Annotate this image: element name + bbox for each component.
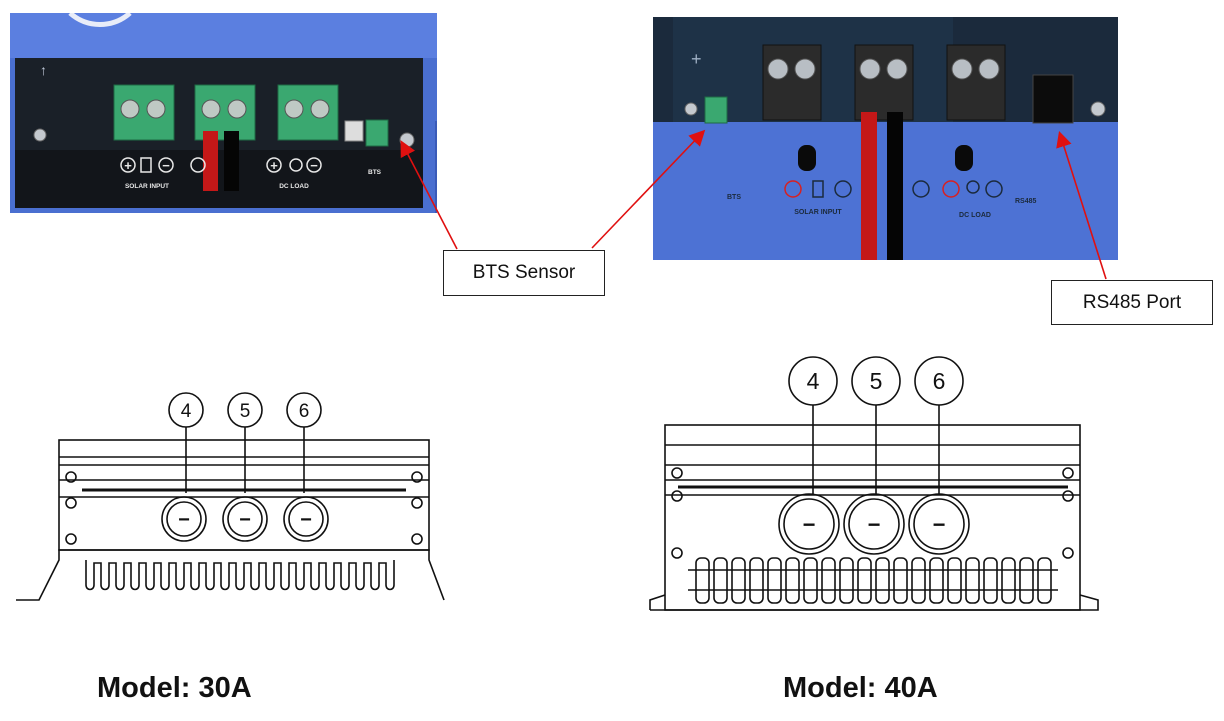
balloon-6: 6 bbox=[933, 368, 946, 394]
solar-input-label: SOLAR INPUT bbox=[794, 209, 842, 216]
dc-load-terminal bbox=[946, 44, 1006, 121]
svg-text:↑: ↑ bbox=[40, 62, 47, 78]
bts-label: BTS bbox=[727, 194, 741, 201]
terminal-5-sign: − bbox=[239, 509, 251, 531]
rs485-arrow bbox=[1056, 130, 1107, 280]
rs485-label: RS485 bbox=[1015, 198, 1037, 205]
rs485-port bbox=[1032, 74, 1074, 124]
balloon-4: 4 bbox=[807, 368, 820, 394]
drawing-30a: 4 5 6 − − − bbox=[16, 392, 445, 601]
drawing-40a: 4 5 6 − − − bbox=[649, 356, 1099, 611]
terminal-6-sign: − bbox=[933, 512, 946, 537]
rs485-port-callout: RS485 Port bbox=[1051, 280, 1213, 325]
svg-text:+: + bbox=[124, 158, 132, 173]
model-40a-label: Model: 40A bbox=[783, 672, 938, 704]
dc-load-label: DC LOAD bbox=[959, 212, 991, 219]
svg-text:+: + bbox=[270, 158, 278, 173]
bts-label: BTS bbox=[368, 169, 382, 176]
bts-arrow-30a bbox=[400, 140, 458, 250]
bts-sensor-port bbox=[365, 119, 389, 147]
terminal-6-sign: − bbox=[300, 509, 312, 531]
bts-sensor-port bbox=[704, 96, 728, 124]
balloon-5: 5 bbox=[870, 368, 883, 394]
terminal-4-sign: − bbox=[178, 509, 190, 531]
svg-text:−: − bbox=[162, 158, 170, 173]
photo-30a-terminals: ↑ bbox=[10, 13, 437, 213]
battery-terminal bbox=[854, 44, 914, 260]
photo-40a-terminals: + bbox=[653, 17, 1118, 260]
bts-sensor-callout: BTS Sensor bbox=[443, 250, 605, 296]
balloon-6: 6 bbox=[299, 401, 310, 422]
balloon-5: 5 bbox=[240, 401, 251, 422]
dc-load-terminal bbox=[277, 84, 339, 141]
model-30a-label: Model: 30A bbox=[97, 672, 252, 704]
terminal-4-sign: − bbox=[803, 512, 816, 537]
svg-text:−: − bbox=[310, 158, 318, 173]
terminal-5-sign: − bbox=[868, 512, 881, 537]
dc-load-label: DC LOAD bbox=[279, 183, 309, 190]
solar-input-terminal bbox=[762, 44, 822, 121]
solar-input-terminal bbox=[113, 84, 175, 141]
solar-input-label: SOLAR INPUT bbox=[125, 183, 169, 190]
svg-text:+: + bbox=[691, 49, 702, 69]
bts-arrow-40a bbox=[591, 129, 706, 249]
balloon-4: 4 bbox=[181, 401, 192, 422]
battery-terminal bbox=[194, 84, 256, 191]
